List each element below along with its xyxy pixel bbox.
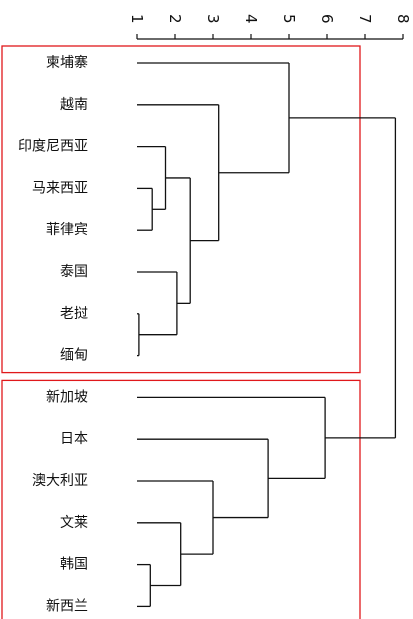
cluster-box [1,45,361,374]
cluster-box [1,379,361,619]
top-axis: 1 2 3 4 5 6 7 8 [128,14,412,40]
leaf-label: 新加坡 [46,389,88,405]
tick-label: 6 [318,14,336,24]
leaf-label: 柬埔寨 [46,54,88,71]
tick-label: 1 [128,14,146,24]
leaf-label: 韩国 [60,557,88,573]
leaf-label: 新西兰 [46,598,88,614]
tick-label: 8 [394,14,412,24]
leaf-label: 文莱 [60,515,88,531]
leaf-label: 泰国 [60,264,88,280]
leaf-label: 缅甸 [60,348,88,364]
leaf-label: 越南 [60,97,88,113]
leaf-label: 马来西亚 [32,180,88,196]
tick-label: 2 [166,14,184,24]
tick-label: 3 [204,14,222,24]
leaf-label: 老挝 [60,306,88,322]
leaf-label: 菲律宾 [46,222,88,238]
leaf-label: 印度尼西亚 [18,139,88,155]
tick-label: 7 [356,14,374,24]
leaf-label: 日本 [60,431,88,447]
tick-label: 4 [242,14,260,24]
cluster-boxes [1,45,361,619]
tick-label: 5 [280,14,298,24]
leaf-label: 澳大利亚 [32,473,88,489]
dendrogram-branches [137,62,397,608]
